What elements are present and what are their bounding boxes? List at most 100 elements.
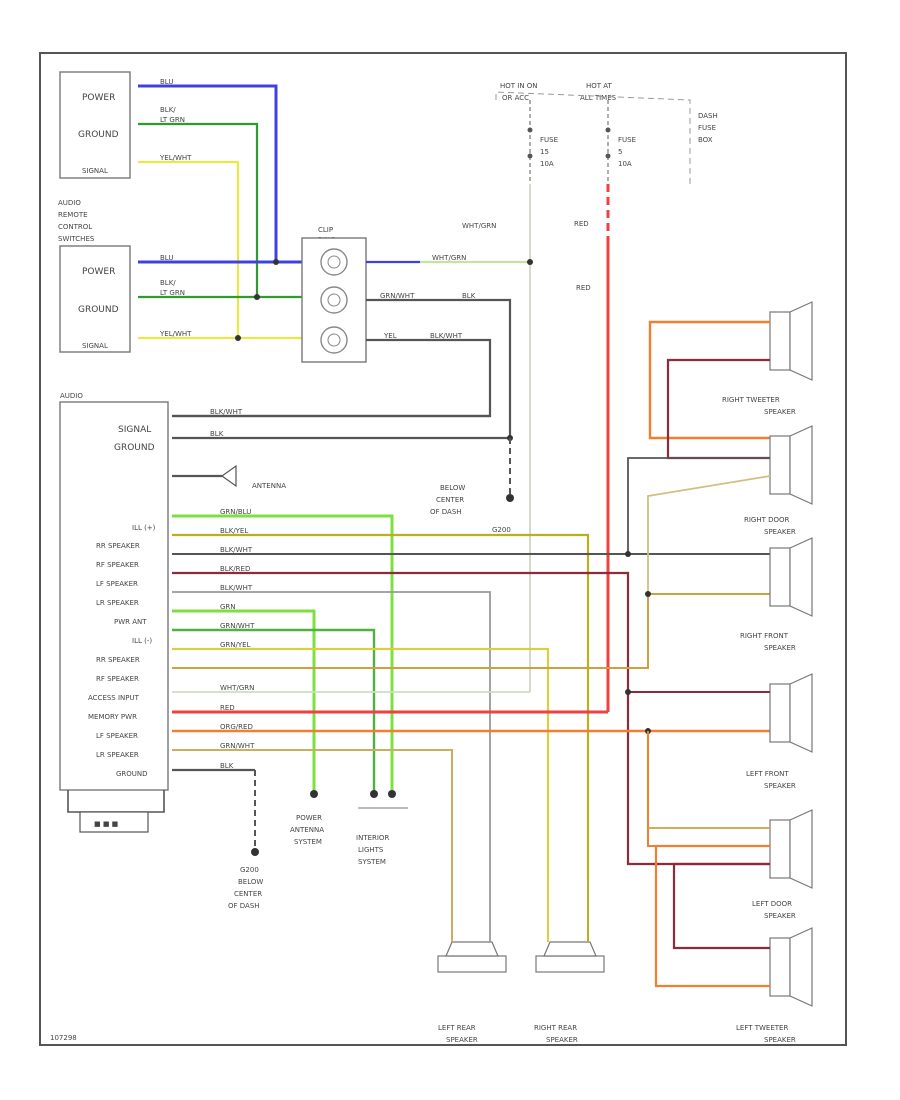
left-door-speaker: LEFT DOOR SPEAKER	[752, 809, 813, 920]
wire-blkyel-rr	[172, 533, 590, 880]
remote-title-2: REMOTE	[58, 211, 88, 219]
fuse2-label-2: 5	[618, 148, 622, 156]
label-wire-blkltgrn-remote-2: LT GRN	[160, 289, 185, 297]
label-wire-red-1: RED	[574, 220, 589, 228]
power-antenna-label-3: SYSTEM	[294, 838, 322, 846]
label-wire-red-mem: RED	[220, 704, 235, 712]
wire-grnred-rf	[172, 593, 770, 669]
audio-pin-14: GROUND	[116, 770, 148, 778]
audio-pin-2: RR SPEAKER	[96, 542, 140, 550]
remote-title-1: AUDIO	[58, 199, 81, 207]
left-tweeter-label-2: SPEAKER	[764, 1036, 796, 1044]
wire-grn-pwrant	[172, 609, 316, 794]
wire-grnyel-rr	[172, 647, 550, 880]
right-door-label-2: SPEAKER	[764, 528, 796, 536]
remote-pin-ground: GROUND	[78, 305, 119, 315]
ground-below-2-label-3: CENTER	[234, 890, 262, 898]
right-rear-speaker: RIGHT REAR SPEAKER	[534, 941, 605, 1044]
audio-pin-signal: SIGNAL	[118, 425, 151, 435]
label-wire-blkltgrn-remote-1: BLK/	[160, 279, 176, 287]
audio-pin-ground: GROUND	[114, 443, 155, 453]
label-wire-blkltgrn-upper-1: BLK/	[160, 106, 176, 114]
fuse-hot-all-1: HOT AT	[586, 82, 613, 90]
audio-pin-9: RF SPEAKER	[96, 675, 139, 683]
audio-pin-8: RR SPEAKER	[96, 656, 140, 664]
right-door-label-1: RIGHT DOOR	[744, 516, 790, 524]
clip-ring-title-1: CLIP	[318, 226, 333, 234]
label-wire-grnblu: GRN/BLU	[220, 508, 251, 516]
label-wire-grn: GRN	[220, 603, 236, 611]
left-tweeter-label-1: LEFT TWEETER	[736, 1024, 788, 1032]
svg-text:■ ■ ■: ■ ■ ■	[94, 820, 118, 828]
ground-below-1-label-1: BELOW	[440, 484, 465, 492]
fuse-box-label-1: DASH	[698, 112, 718, 120]
upper-switch-pin-signal: SIGNAL	[82, 167, 108, 175]
upper-switch-pin-ground: GROUND	[78, 130, 119, 140]
splice-green	[254, 294, 260, 300]
right-rear-label-1: RIGHT REAR	[534, 1024, 577, 1032]
label-wire-yelwht-upper: YEL/WHT	[159, 154, 192, 162]
ground-below-2-label-1: G200	[240, 866, 259, 874]
label-wire-blu-remote: BLU	[160, 254, 173, 262]
wire-blu-upper	[138, 84, 278, 262]
label-wire-yelwht-remote: YEL/WHT	[159, 330, 192, 338]
right-front-label-2: SPEAKER	[764, 644, 796, 652]
interior-lights-label-3: SYSTEM	[358, 858, 386, 866]
fuse1-label-1: FUSE	[540, 136, 558, 144]
label-wire-whtgrn-acc: WHT/GRN	[220, 684, 254, 692]
clip-ring: CLIP RING	[301, 226, 367, 363]
audio-pin-1: ILL (+)	[132, 524, 156, 532]
audio-unit: AUDIO SIGNAL GROUND ILL (+) RR SPEAKER R…	[59, 392, 169, 833]
power-antenna-label-2: ANTENNA	[290, 826, 324, 834]
label-wire-blkwht-signal: BLK/WHT	[210, 408, 243, 416]
label-wire-grnwht-ill: GRN/WHT	[220, 622, 255, 630]
interior-lights-label-1: INTERIOR	[356, 834, 389, 842]
label-wire-blkred-lf: BLK/RED	[220, 565, 250, 573]
ground-below-2-label-4: OF DASH	[228, 902, 260, 910]
upper-switch-pin-power: POWER	[82, 93, 115, 103]
interior-lights-label-2: LIGHTS	[358, 846, 384, 854]
audio-pin-11: MEMORY PWR	[88, 713, 137, 721]
audio-pin-10: ACCESS INPUT	[88, 694, 140, 702]
remote-title-4: SWITCHES	[58, 235, 95, 243]
label-wire-yel-clip: YEL	[383, 332, 397, 340]
power-antenna-label-1: POWER	[296, 814, 322, 822]
left-tweeter-speaker: LEFT TWEETER SPEAKER	[736, 927, 813, 1044]
label-wire-whtgrn-clip: WHT/GRN	[432, 254, 466, 262]
audio-pin-7: ILL (-)	[132, 637, 152, 645]
fuse1-label-3: 10A	[540, 160, 554, 168]
audio-pin-12: LF SPEAKER	[96, 732, 138, 740]
remote-pin-power: POWER	[82, 267, 115, 277]
fuse2-label-1: FUSE	[618, 136, 636, 144]
audio-pin-3: RF SPEAKER	[96, 561, 139, 569]
left-front-label-1: LEFT FRONT	[746, 770, 789, 778]
audio-pin-6: PWR ANT	[114, 618, 147, 626]
label-wire-blu-upper: BLU	[160, 78, 173, 86]
upper-switch: POWER GROUND SIGNAL	[59, 71, 131, 179]
label-wire-blkyel: BLK/YEL	[220, 527, 248, 535]
label-wire-blkwht-lr: BLK/WHT	[220, 584, 253, 592]
remote-pin-signal: SIGNAL	[82, 342, 108, 350]
label-wire-blk-clip: BLK	[462, 292, 476, 300]
ground-below-1-label-2: CENTER	[436, 496, 464, 504]
fuse-hot-all-2: ALL TIMES	[580, 94, 617, 102]
ground-g200-label: G200	[492, 526, 511, 534]
wire-grnwht-lr	[172, 749, 453, 880]
fuse1-label-2: 15	[540, 148, 549, 156]
label-wire-grnyel: GRN/YEL	[220, 641, 251, 649]
right-front-label-1: RIGHT FRONT	[740, 632, 789, 640]
label-wire-grnwht-lr: GRN/WHT	[220, 742, 255, 750]
label-wire-blkwht-clip: BLK/WHT	[430, 332, 463, 340]
footer-code: 107298	[50, 1034, 77, 1042]
left-rear-label-1: LEFT REAR	[438, 1024, 476, 1032]
right-door-speaker: RIGHT DOOR SPEAKER	[744, 425, 813, 536]
right-tweeter-label-2: SPEAKER	[764, 408, 796, 416]
left-door-label-2: SPEAKER	[764, 912, 796, 920]
fuse-hot-run-1: HOT IN ON	[500, 82, 538, 90]
splice-yellow	[235, 335, 241, 341]
left-rear-speaker: LEFT REAR SPEAKER	[437, 941, 507, 1044]
label-wire-whtgrn-feed: WHT/GRN	[462, 222, 496, 230]
label-wire-grnwht-clip: GRN/WHT	[380, 292, 415, 300]
audio-pin-13: LR SPEAKER	[96, 751, 139, 759]
